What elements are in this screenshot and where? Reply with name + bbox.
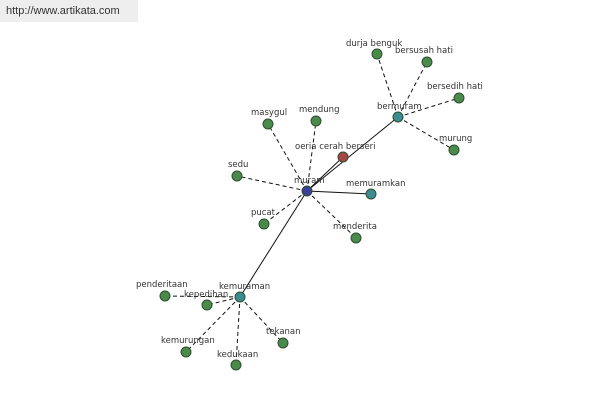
node-label-menderita[interactable]: menderita [333,222,377,232]
edge-muram-memuramkan [306,190,372,195]
edge-bermuram-murung [397,116,455,151]
node-label-pucat[interactable]: pucat [251,208,276,218]
node-label-kepedihan[interactable]: kepedihan [184,290,228,300]
node-mendung[interactable] [310,115,322,127]
node-bermuram[interactable] [392,111,404,123]
node-label-penderitaan[interactable]: penderitaan [136,280,188,290]
edge-kemuraman-penderitaan [164,295,241,298]
node-label-mendung[interactable]: mendung [299,105,339,115]
node-label-kemurungan[interactable]: kemurungan [161,336,215,346]
node-label-kemuraman[interactable]: kemuraman [219,282,270,292]
node-label-murung[interactable]: murung [439,134,472,144]
edge-muram-pucat [263,190,308,225]
node-label-kedukaan[interactable]: kedukaan [217,350,258,360]
graph-edges [164,53,460,366]
node-pucat[interactable] [258,218,270,230]
graph-nodes [159,48,465,371]
node-bersusah[interactable] [421,56,433,68]
node-label-masygul[interactable]: masygul [251,108,287,118]
node-penderitaan[interactable] [159,290,171,302]
graph-labels: muram bermuram kemuraman memuramkan oeria ce… [136,39,483,360]
node-label-memuramkan[interactable]: memuramkan [346,179,406,189]
node-sedu[interactable] [231,170,243,182]
node-tekanan[interactable] [277,337,289,349]
node-kedukaan[interactable] [230,359,242,371]
source-url[interactable]: http://www.artikata.com [0,0,138,22]
node-oeria[interactable] [337,151,349,163]
node-kemurungan[interactable] [180,346,192,358]
edge-muram-bermuram [306,116,399,192]
node-kemuraman[interactable] [234,291,246,303]
edge-kemuraman-kemurungan [185,296,241,353]
node-durja[interactable] [371,48,383,60]
node-muram[interactable] [301,185,313,197]
node-murung[interactable] [448,144,460,156]
edge-kemuraman-kedukaan [235,296,241,366]
node-label-bermuram[interactable]: bermuram [377,102,422,112]
node-label-oeria[interactable]: oeria cerah berseri [295,142,376,152]
node-label-durja[interactable]: durja benguk [346,39,402,49]
edge-muram-sedu [236,175,308,192]
node-memuramkan[interactable] [365,188,377,200]
edge-muram-masygul [267,123,308,192]
edge-kemuraman-tekanan [239,296,284,344]
edge-muram-mendung [306,120,317,192]
edge-muram-kemuraman [239,190,308,298]
node-label-bersusah[interactable]: bersusah hati [395,46,453,56]
edge-kemuraman-kepedihan [206,296,241,306]
node-bersedih[interactable] [453,92,465,104]
node-menderita[interactable] [350,232,362,244]
node-masygul[interactable] [262,118,274,130]
edge-muram-oeria [306,156,344,192]
node-kepedihan[interactable] [201,299,213,311]
edge-muram-menderita [306,190,357,239]
node-label-tekanan[interactable]: tekanan [266,327,301,337]
node-label-bersedih[interactable]: bersedih hati [427,82,483,92]
node-label-sedu[interactable]: sedu [228,160,248,170]
edge-bermuram-bersedih [397,97,460,118]
edge-bermuram-bersusah [397,61,428,118]
node-label-muram[interactable]: muram [294,176,325,186]
